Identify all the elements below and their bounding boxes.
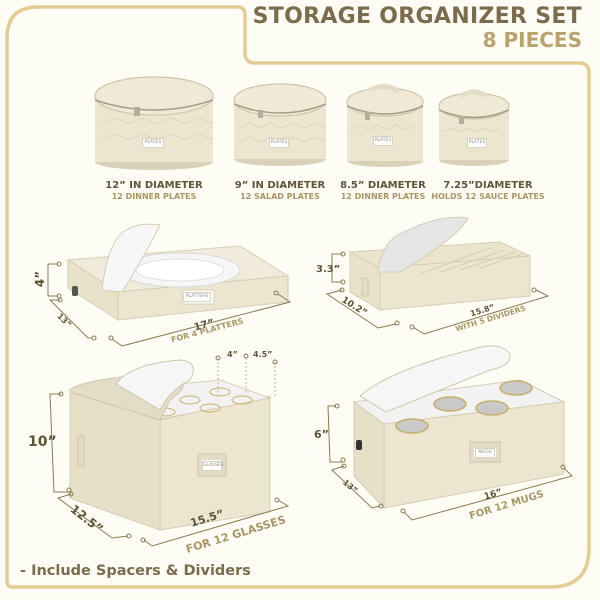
header: STORAGE ORGANIZER SET 8 PIECES bbox=[252, 4, 582, 52]
glasses-height: 10” bbox=[28, 434, 57, 450]
gold-frame-border bbox=[5, 5, 593, 589]
round-case-icon bbox=[346, 84, 424, 167]
mugs-tag: MUGS bbox=[475, 448, 495, 458]
page-title: STORAGE ORGANIZER SET bbox=[252, 4, 582, 29]
round-caption-12in: 12” IN DIAMETER 12 DINNER PLATES bbox=[105, 180, 203, 201]
round-case-9in: PLATES bbox=[232, 82, 328, 168]
round-case-12in: PLATES bbox=[93, 74, 215, 172]
round-caption-7-25in: 7.25”DIAMETER HOLDS 12 SAUCE PLATES bbox=[431, 180, 545, 201]
round-caption-8-5in: 8.5” DIAMETER 12 DINNER PLATES bbox=[340, 180, 426, 201]
mugs-height: 6” bbox=[314, 428, 329, 441]
plates-tag: PLATES bbox=[142, 138, 164, 148]
round-case-icon bbox=[438, 89, 510, 166]
glasses-cell-depth: 4.5” bbox=[253, 350, 273, 359]
glasses-cell-width: 4” bbox=[227, 350, 238, 359]
platters-tag: PLATTERS bbox=[183, 292, 211, 302]
plates-tag: PLATES bbox=[373, 136, 393, 146]
mugs-box: 6” 13” 16” FOR 12 MUGS MUGS bbox=[314, 340, 590, 560]
flatware-case-illustration bbox=[325, 216, 550, 335]
round-case-icon bbox=[233, 83, 327, 166]
platter-height: 4” bbox=[33, 270, 48, 288]
round-caption-9in: 9” IN DIAMETER 12 SALAD PLATES bbox=[234, 180, 326, 201]
platter-case-illustration bbox=[47, 223, 292, 347]
flatware-box: 3.3” 10.2” 15.8” WITH 5 DIVIDERS bbox=[300, 210, 570, 340]
glasses-tag: GLASSES bbox=[202, 461, 224, 471]
flatware-height: 3.3” bbox=[316, 264, 341, 275]
page-subtitle: 8 PIECES bbox=[482, 28, 582, 52]
mugs-case-illustration bbox=[327, 345, 573, 521]
plates-tag: PLATES bbox=[269, 138, 289, 148]
platter-box: 4” 13” 17” FOR 4 PLATTERS PLATTERS bbox=[30, 220, 300, 350]
round-case-icon bbox=[94, 76, 214, 170]
plates-tag: PLATES bbox=[467, 138, 487, 148]
features-note: - Include Spacers & Dividers bbox=[20, 563, 251, 579]
glasses-box: 4” 4.5” 10” 12.5” 15.5” FOR 12 GLASSES G… bbox=[20, 340, 320, 560]
round-case-8-5in: PLATES bbox=[345, 82, 425, 170]
round-case-7-25in: PLATES bbox=[437, 88, 511, 168]
